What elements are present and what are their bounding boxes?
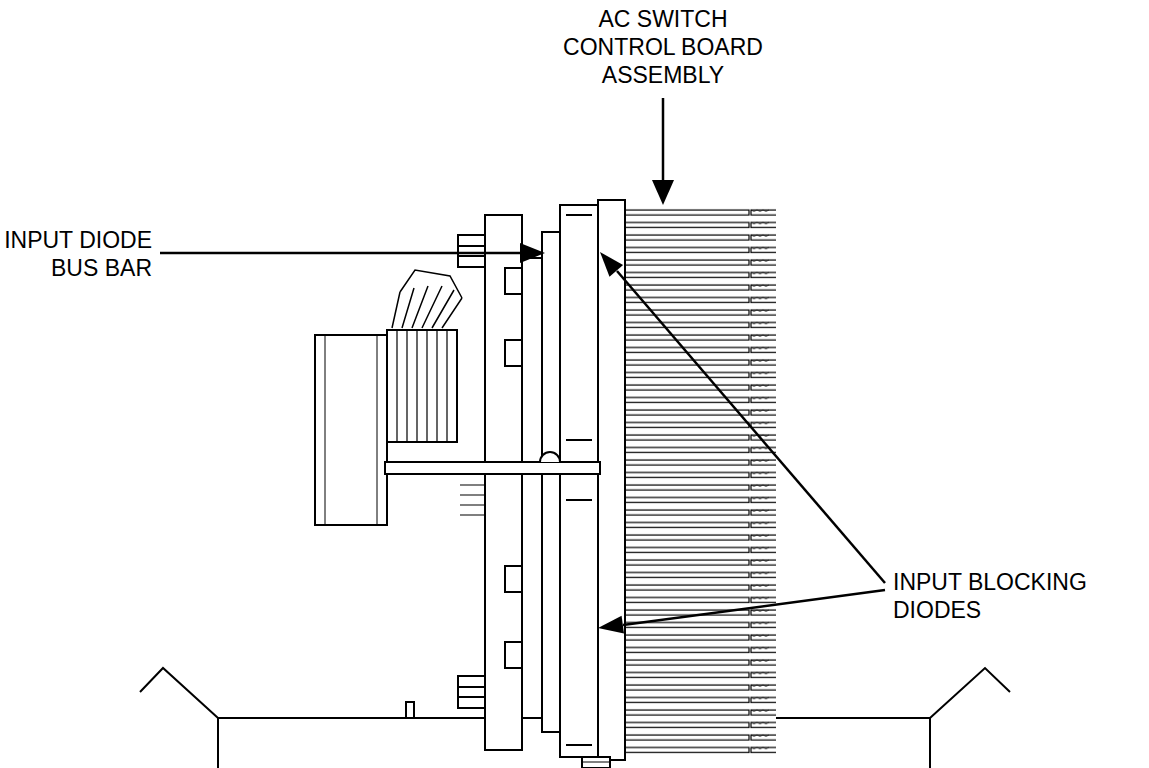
mounting-plate <box>485 215 522 750</box>
terminal-nut <box>458 235 485 267</box>
bus-bar <box>522 258 542 718</box>
rod <box>385 462 600 474</box>
capacitor-detail <box>325 335 377 525</box>
nut <box>505 340 522 366</box>
leader-line <box>662 98 665 182</box>
leader-line <box>617 271 885 583</box>
leader-line <box>160 252 522 255</box>
nut-detail <box>458 246 485 256</box>
lower-fins <box>460 485 485 515</box>
housing-detail <box>566 215 592 745</box>
arrowhead <box>598 616 624 634</box>
heatsink-fins <box>624 205 776 757</box>
fan-outline <box>400 270 462 298</box>
arrowhead <box>652 180 674 205</box>
part-label: AC SWITCH CONTROL BOARD ASSEMBLY <box>558 5 768 89</box>
terminal-nut <box>458 676 485 708</box>
small-heatsink-fins <box>397 330 447 442</box>
assembly <box>315 200 776 768</box>
capacitor-body <box>315 335 387 525</box>
arrowhead <box>600 252 623 277</box>
board-housing <box>560 205 598 757</box>
nut <box>505 566 522 592</box>
small-heatsink <box>387 330 457 442</box>
leaders <box>160 98 885 634</box>
part-label: INPUT BLOCKING DIODES <box>893 568 1108 624</box>
part-label: INPUT DIODE BUS BAR <box>4 226 152 282</box>
heatsink-base <box>598 200 625 760</box>
rod-bump <box>540 452 560 462</box>
grommet-detail <box>582 762 610 763</box>
nut <box>505 268 522 294</box>
nut-detail <box>458 687 485 697</box>
diode-body <box>542 232 560 732</box>
arrowhead <box>520 243 545 263</box>
fan-fins <box>392 286 462 328</box>
leader-line <box>623 590 885 625</box>
chassis-stud <box>406 702 414 718</box>
grommet <box>582 757 610 768</box>
nut <box>505 642 522 668</box>
